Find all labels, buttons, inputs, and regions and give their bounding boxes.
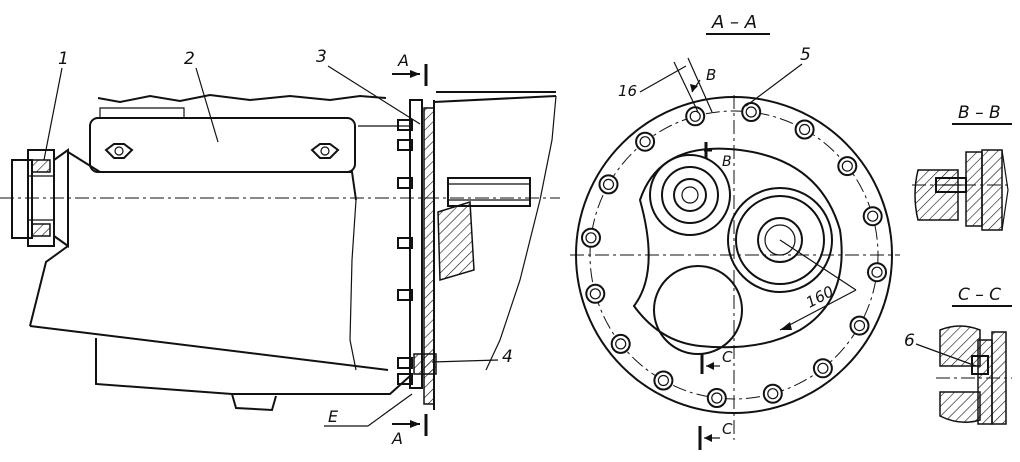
bolt-hole	[581, 227, 601, 248]
bolt-hole	[598, 174, 619, 195]
bolt-hole	[794, 119, 815, 140]
bolt-hole	[849, 315, 870, 336]
section-bb-title: B – B	[958, 103, 1001, 123]
svg-text:C: C	[722, 420, 733, 438]
gearbox-housing	[29, 93, 411, 412]
bolt-hole-inner	[657, 374, 670, 387]
section-marker-a-top: A	[392, 51, 428, 86]
bolt-hole-inner	[871, 266, 883, 278]
svg-text:3: 3	[316, 47, 327, 67]
bolt-hole-inner	[853, 320, 866, 332]
svg-text:C: C	[722, 348, 733, 366]
bolt-hole-inner	[817, 362, 829, 374]
adapter-plate	[409, 91, 557, 410]
section-marker-c-upper: C	[700, 348, 733, 374]
svg-text:6: 6	[904, 331, 915, 351]
dimension-16: 16	[618, 57, 713, 113]
svg-text:5: 5	[800, 45, 811, 65]
bolt-hole-inner	[711, 392, 723, 404]
bolt-hole-inner	[767, 388, 779, 400]
svg-text:4: 4	[502, 347, 513, 367]
section-marker-c-lower: C	[698, 420, 733, 450]
svg-text:1: 1	[58, 49, 69, 69]
bolt-hole	[610, 333, 631, 354]
housing-nut-left	[104, 143, 134, 159]
callout-1: 1	[43, 49, 69, 161]
callout-3: 3	[316, 47, 421, 125]
callout-6: 6	[904, 331, 977, 367]
bolt-hole	[685, 106, 706, 127]
section-cc-view: C – C 6	[904, 285, 1012, 425]
plate-studs	[397, 119, 437, 385]
callout-4: 4	[431, 347, 513, 367]
bolt-hole-inner	[745, 106, 757, 118]
svg-text:E: E	[328, 407, 339, 426]
bolt-hole-inner	[867, 210, 879, 222]
section-bb-view: B – B	[912, 103, 1012, 231]
bolt-hole	[862, 206, 883, 227]
section-aa-title: A – A	[711, 12, 757, 33]
section-aa-view: A – A 16 B	[570, 12, 900, 450]
bolt-hole	[706, 388, 727, 408]
bolt-hole	[762, 383, 783, 404]
bolt-hole	[635, 131, 656, 152]
bolt-hole-inner	[602, 178, 615, 190]
svg-text:2: 2	[184, 49, 195, 69]
callout-2: 2	[184, 49, 219, 143]
section-marker-a-bottom: A	[391, 414, 428, 448]
svg-text:B: B	[722, 154, 732, 170]
section-cc-title: C – C	[958, 285, 1001, 305]
svg-text:B: B	[706, 66, 716, 84]
bolt-hole-inner	[639, 136, 651, 148]
bolt-hole-inner	[689, 110, 701, 122]
bolt-hole	[812, 358, 833, 379]
section-marker-b: B B	[690, 66, 732, 170]
side-view: A A 1 2 3 4 E	[0, 47, 560, 448]
bolt-hole	[837, 156, 858, 177]
callout-e: E	[324, 393, 413, 427]
bolt-hole	[867, 262, 887, 283]
bolt-hole	[741, 102, 762, 122]
callout-5: 5	[745, 45, 811, 107]
bolt-hole	[585, 283, 606, 304]
housing-nut-right	[310, 143, 340, 159]
section-letter-a-bottom: A	[391, 429, 403, 448]
bolt-holes	[581, 102, 887, 408]
bolt-hole-inner	[841, 160, 853, 172]
dimension-160-label: 160	[803, 282, 837, 311]
bolt-hole-inner	[589, 288, 601, 300]
dimension-16-label: 16	[618, 82, 637, 100]
section-letter-a-top: A	[397, 51, 409, 70]
bolt-hole	[653, 370, 674, 391]
bolt-hole-inner	[615, 338, 627, 350]
bolt-hole-inner	[585, 232, 597, 244]
bolt-hole-inner	[798, 123, 811, 136]
